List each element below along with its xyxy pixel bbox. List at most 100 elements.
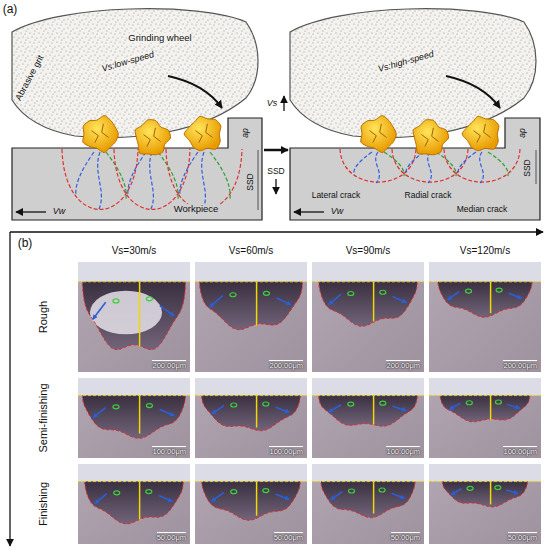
damage-zone	[85, 482, 184, 524]
ssd-bracket	[258, 150, 259, 210]
depth-line	[256, 282, 258, 326]
median-crack	[180, 152, 198, 196]
median-crack	[128, 152, 146, 196]
mount-region	[312, 378, 424, 396]
specimen-section	[429, 262, 541, 372]
specimen-section	[312, 464, 424, 544]
grinding-wheel	[12, 9, 258, 138]
specimen-section	[195, 262, 307, 372]
micrograph-panel: 50.00μm	[429, 464, 541, 544]
scale-bar-label: 50.00μm	[157, 532, 186, 542]
abrasive-grit	[83, 116, 119, 153]
damage-zone	[202, 396, 301, 431]
specimen-section	[195, 464, 307, 544]
crack-marker	[467, 486, 473, 490]
crack-pointer	[95, 494, 107, 504]
crack-marker	[231, 490, 237, 494]
median-crack	[354, 152, 372, 175]
micrograph-panel: 200.00μm	[429, 262, 541, 372]
crack-pointer	[330, 492, 342, 500]
specimen-section	[312, 262, 424, 372]
crack-marker	[231, 403, 237, 407]
column-header: Vs=120m/s	[459, 246, 511, 257]
crack-pointer	[276, 407, 290, 412]
median-crack	[458, 152, 476, 175]
scale-bar-label: 100.00μm	[503, 446, 537, 456]
micrograph-panel: 50.00μm	[195, 464, 307, 544]
crack-pointer	[451, 489, 462, 495]
crack-pointer	[329, 405, 341, 413]
crack-label: Median crack	[456, 205, 509, 214]
column-header: Vs=60m/s	[228, 246, 275, 257]
depth-line	[490, 396, 492, 420]
depth-line	[373, 282, 375, 322]
damage-boundary	[82, 282, 185, 350]
crack-marker	[379, 488, 385, 492]
damage-boundary	[82, 396, 185, 439]
grinding-wheel	[290, 9, 536, 138]
crack-marker	[146, 297, 152, 301]
depth-label: ap	[241, 127, 250, 138]
crack-pointer	[212, 406, 224, 414]
micrograph-panel: 50.00μm	[78, 464, 190, 544]
abrasive-grit	[135, 120, 170, 155]
radial-crack	[106, 152, 126, 199]
scale-bar-label: 50.00μm	[274, 532, 303, 542]
surface-line	[78, 281, 190, 282]
damage-zone	[321, 482, 415, 518]
abrasive-grit	[184, 116, 221, 151]
crack-marker	[113, 299, 119, 303]
damage-boundary	[85, 482, 184, 524]
damage-zone	[319, 282, 418, 326]
mount-region	[78, 262, 190, 282]
damage-zone	[82, 282, 185, 350]
scale-bar-label: 100.00μm	[386, 446, 420, 456]
mount-region	[195, 464, 307, 482]
specimen-section	[78, 378, 190, 458]
micrograph-panel: 100.00μm	[195, 378, 307, 458]
damage-boundary	[319, 396, 418, 427]
crack-marker	[349, 489, 355, 493]
depth-line	[256, 396, 258, 428]
depth-line	[139, 482, 141, 520]
micrograph	[78, 464, 190, 544]
surface-line	[195, 395, 307, 396]
specimen-section	[429, 464, 541, 544]
crack-marker	[114, 491, 120, 495]
crack-pointer	[210, 296, 223, 308]
mount-region	[78, 378, 190, 396]
crack-label: Radial crack	[404, 191, 453, 200]
crack-pointer	[506, 490, 518, 494]
workpiece	[12, 118, 262, 220]
crack-marker	[263, 291, 269, 295]
micrograph	[195, 464, 307, 544]
grit-fracture	[144, 128, 161, 147]
surface-line	[78, 481, 190, 482]
column-header: Vs=90m/s	[345, 246, 392, 257]
depth-line	[139, 282, 141, 347]
damage-zone	[199, 282, 302, 330]
micrograph	[429, 464, 541, 544]
micrograph-panel: 200.00μm	[195, 262, 307, 372]
mount-region	[312, 464, 424, 482]
mount-region	[429, 262, 541, 282]
surface-line	[429, 395, 541, 396]
rotation-arrow	[168, 76, 222, 108]
surface-line	[78, 395, 190, 396]
crack-marker	[466, 401, 472, 405]
crack-marker	[496, 288, 502, 292]
surface-line	[429, 481, 541, 482]
mount-region	[195, 378, 307, 396]
crack-marker	[380, 290, 386, 294]
surface-line	[312, 395, 424, 396]
depth-line	[373, 482, 375, 514]
crack-marker	[466, 289, 472, 293]
micrograph	[78, 262, 190, 372]
crack-pointer	[447, 292, 459, 300]
median-crack	[480, 152, 484, 183]
scale-bar-label: 50.00μm	[508, 532, 537, 542]
crack-pointer	[329, 294, 341, 304]
grinding-schematic	[290, 9, 540, 220]
micrograph-panel: 100.00μm	[429, 378, 541, 458]
